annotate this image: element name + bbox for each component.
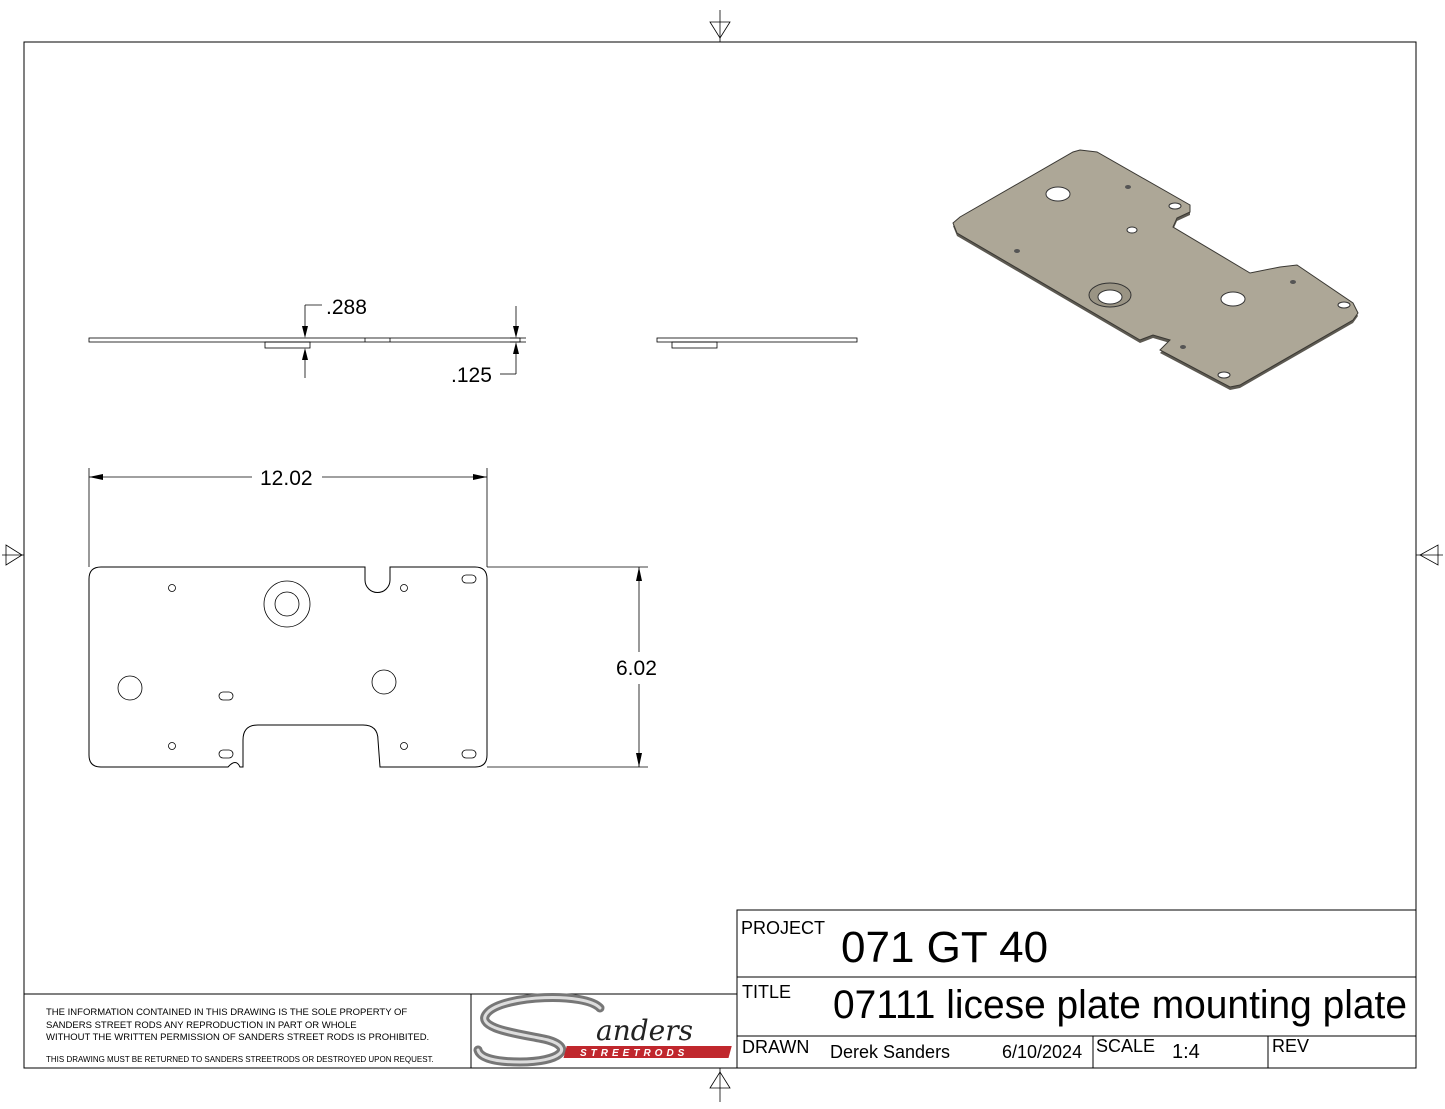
sheet-border [23, 41, 1417, 1069]
center-mark-left [2, 544, 24, 566]
project-value: 071 GT 40 [841, 923, 1048, 972]
dim-boss-height: .288 [326, 296, 367, 319]
title-value: 07111 licese plate mounting plate [833, 983, 1407, 1027]
dim-thickness: .125 [451, 364, 492, 387]
disclaimer-line-3: WITHOUT THE WRITTEN PERMISSION OF SANDER… [46, 1032, 429, 1043]
rev-label: REV [1272, 1036, 1309, 1056]
sanders-logo: anders STREETRODS [473, 993, 732, 1067]
scale-label: SCALE [1096, 1036, 1155, 1056]
isometric-view [952, 149, 1359, 390]
center-mark-right [1416, 544, 1443, 566]
side-view-front [88, 304, 526, 378]
svg-text:anders: anders [596, 1014, 693, 1047]
drawn-label: DRAWN [742, 1037, 809, 1057]
disclaimer-line-4: THIS DRAWING MUST BE RETURNED TO SANDERS… [46, 1055, 434, 1064]
project-label: PROJECT [741, 918, 825, 938]
disclaimer-line-2: SANDERS STREET RODS ANY REPRODUCTION IN … [46, 1020, 357, 1031]
center-mark-bottom [709, 1068, 731, 1102]
side-view-right [656, 337, 858, 349]
drawn-by: Derek Sanders [830, 1042, 950, 1062]
title-label: TITLE [742, 982, 791, 1002]
center-mark-top [709, 10, 731, 42]
scale-value: 1:4 [1172, 1041, 1200, 1063]
dim-height: 6.02 [616, 657, 657, 680]
disclaimer-line-1: THE INFORMATION CONTAINED IN THIS DRAWIN… [46, 1007, 407, 1018]
top-view [88, 468, 648, 768]
title-block [736, 909, 1417, 1069]
drawn-date: 6/10/2024 [1002, 1042, 1082, 1062]
svg-text:STREETRODS: STREETRODS [580, 1048, 688, 1059]
dim-width: 12.02 [260, 467, 313, 490]
